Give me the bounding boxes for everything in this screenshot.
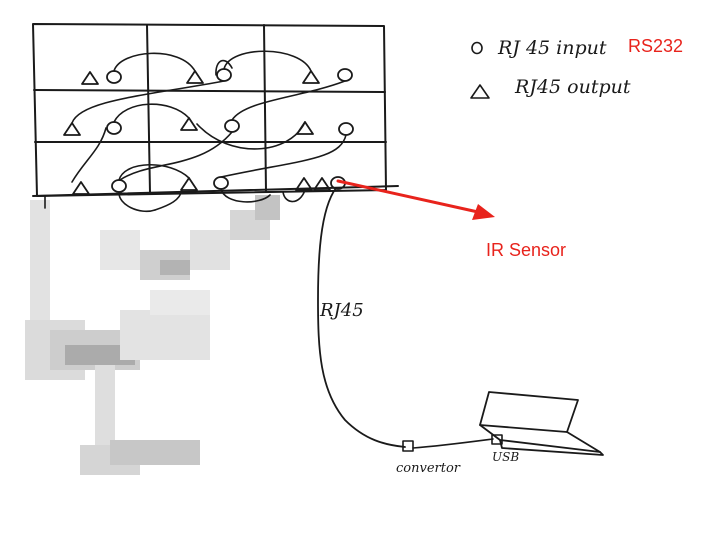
interconnect-wires [44,50,347,212]
input-port-circle [111,179,127,193]
input-port-circle [106,70,122,84]
output-port-triangle [63,122,81,136]
ir-sensor-label: IR Sensor [486,240,566,260]
blurred-region [25,195,280,475]
input-port-circle [213,176,229,190]
input-port-circle [216,68,232,82]
input-port-circle [224,119,240,133]
output-port-triangle [313,177,331,191]
output-port-triangle [186,70,204,84]
output-port-triangle [180,117,198,131]
input-port-circle [106,121,122,135]
output-port-triangle [180,177,198,191]
converter-box [402,440,414,452]
legend-output-text: RJ45 output [514,76,631,98]
output-port-triangle [81,71,99,85]
converter-label: convertor [396,461,461,476]
legend-triangle-icon [470,84,490,99]
ir-sensor-arrow [336,179,495,220]
output-port-triangle [302,70,320,84]
legend: RJ 45 input RS232 RJ45 output [470,36,683,99]
legend-circle-icon [471,41,483,55]
input-port-circle [338,122,354,136]
usb-label: USB [492,450,519,464]
output-port-triangle [72,181,90,195]
rj45-cable [317,187,503,452]
cable-label: RJ45 [319,300,364,321]
legend-input-text: RJ 45 input [497,37,607,59]
port-symbols [63,68,354,195]
input-port-circle [337,68,353,82]
legend-input-highlight: RS232 [628,36,683,56]
laptop-icon [479,391,604,456]
output-port-triangle [295,177,313,191]
